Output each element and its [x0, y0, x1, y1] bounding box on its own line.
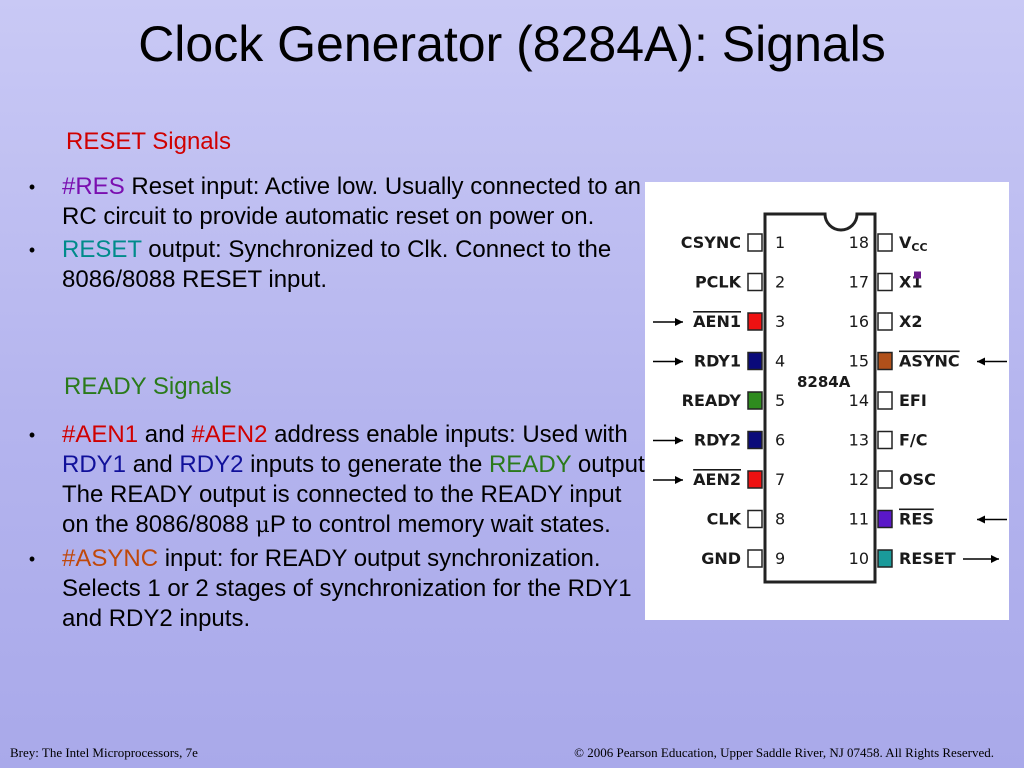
- pin-number-right: 17: [849, 273, 869, 292]
- chip-body: [763, 212, 877, 584]
- list-item: • RESET output: Synchronized to Clk. Con…: [22, 235, 642, 295]
- pin-label-right: X2: [899, 312, 922, 331]
- pin-number-left: 6: [775, 431, 785, 450]
- bullet-icon: •: [28, 549, 36, 569]
- signal-rdy1: RDY1: [62, 451, 127, 478]
- pin-box-right: [877, 312, 893, 331]
- footer-copyright: © 2006 Pearson Education, Upper Saddle R…: [574, 745, 994, 760]
- pin-number-right: 16: [849, 312, 869, 331]
- pin-label-right: EFI: [899, 391, 927, 410]
- pin-label-left: CLK: [707, 510, 742, 529]
- pin-label-right: ASYNC: [899, 352, 960, 371]
- signal-rdy2: RDY2: [179, 451, 244, 478]
- bullet-text: Reset input: Active low. Usually connect…: [62, 173, 641, 230]
- bullet-icon: •: [28, 177, 36, 197]
- signal-aen1: #AEN1: [62, 421, 139, 448]
- list-item: • #ASYNC input: for READY output synchro…: [22, 544, 652, 634]
- pin-box-left: [747, 272, 763, 292]
- input-arrow-head: [675, 318, 683, 326]
- pin-box-left: [747, 470, 763, 489]
- pin-label-left: AEN1: [693, 312, 741, 331]
- pin-number-left: 1: [775, 233, 785, 252]
- text-span: address enable inputs: Used with: [267, 421, 628, 448]
- pin-box-right: [877, 430, 893, 450]
- list-item: • #RES Reset input: Active low. Usually …: [22, 172, 642, 232]
- pin-box-left: [747, 391, 763, 410]
- pin-label-right: F/C: [899, 431, 928, 450]
- pin-label-left: CSYNC: [681, 233, 741, 252]
- signal-res: #RES: [62, 173, 125, 200]
- footer-source: Brey: The Intel Microprocessors, 7e: [10, 745, 198, 760]
- pin-box-right: [877, 509, 893, 529]
- signal-ready: READY: [488, 451, 572, 478]
- pin-number-left: 3: [775, 312, 785, 331]
- x1-marker: [914, 271, 921, 279]
- pin-number-right: 18: [849, 233, 869, 252]
- pin-label-left: GND: [701, 549, 741, 568]
- pin-number-left: 7: [775, 470, 785, 489]
- input-arrow-head: [675, 357, 683, 366]
- pin-label-left: AEN2: [693, 470, 741, 489]
- pin-number-left: 5: [775, 391, 785, 410]
- text-span: P to control memory wait states.: [269, 511, 611, 538]
- pin-number-right: 12: [849, 470, 869, 489]
- pin-box-left: [747, 430, 763, 450]
- pin-number-left: 4: [775, 352, 785, 371]
- reset-bullet-list: • #RES Reset input: Active low. Usually …: [22, 172, 642, 298]
- pin-box-right: [877, 549, 893, 568]
- pin-label-right: VCC: [899, 233, 928, 254]
- slide-title: Clock Generator (8284A): Signals: [138, 16, 886, 72]
- pin-label-right: RESET: [899, 549, 956, 568]
- pin-box-left: [747, 509, 763, 529]
- pin-label-left: PCLK: [695, 273, 742, 292]
- bullet-icon: •: [28, 240, 36, 260]
- pin-number-left: 9: [775, 549, 785, 568]
- input-arrow-head: [675, 436, 683, 445]
- input-arrow-head: [675, 476, 683, 484]
- input-arrow-head: [977, 515, 985, 524]
- ready-signals-heading: READY Signals: [64, 373, 232, 400]
- chip-name-label: 8284A: [797, 373, 851, 391]
- signal-async: #ASYNC: [62, 545, 159, 572]
- pin-number-left: 2: [775, 273, 785, 292]
- pin-number-right: 10: [849, 549, 869, 568]
- pin-number-right: 11: [849, 510, 869, 529]
- text-span: and: [126, 451, 180, 478]
- signal-aen2: #AEN2: [191, 421, 268, 448]
- bullet-text: input: for READY output synchronization.…: [62, 545, 632, 632]
- pin-box-left: [747, 351, 763, 371]
- text-span: inputs to generate the: [243, 451, 489, 478]
- bullet-icon: •: [28, 425, 36, 445]
- pin-number-right: 15: [849, 352, 869, 371]
- pin-number-left: 8: [775, 510, 785, 529]
- pin-number-right: 14: [849, 391, 869, 410]
- bullet-text: output: Synchronized to Clk. Connect to …: [62, 236, 612, 293]
- pin-box-right: [877, 470, 893, 489]
- input-arrow-head: [977, 357, 985, 366]
- output-arrow-head: [991, 555, 999, 563]
- pin-number-right: 13: [849, 431, 869, 450]
- reset-signals-heading: RESET Signals: [66, 128, 231, 155]
- pin-box-right: [877, 391, 893, 410]
- pin-box-left: [747, 549, 763, 568]
- pin-box-left: [747, 312, 763, 331]
- pin-label-left: RDY1: [694, 352, 741, 371]
- pin-box-left: [747, 233, 763, 252]
- mu-symbol: μ: [255, 513, 270, 538]
- pin-box-right: [877, 233, 893, 252]
- pin-label-right: OSC: [899, 470, 936, 489]
- pin-label-left: RDY2: [694, 431, 741, 450]
- ready-bullet-list: • #AEN1 and #AEN2 address enable inputs:…: [22, 420, 652, 637]
- pin-box-right: [877, 272, 893, 292]
- pin-label-left: READY: [682, 391, 742, 410]
- list-item: • #AEN1 and #AEN2 address enable inputs:…: [22, 420, 652, 541]
- pin-box-right: [877, 351, 893, 371]
- signal-reset: RESET: [62, 236, 142, 263]
- pin-label-right: RES: [899, 510, 934, 529]
- text-span: output. The READY output is connected to…: [62, 451, 652, 538]
- text-span: and: [138, 421, 192, 448]
